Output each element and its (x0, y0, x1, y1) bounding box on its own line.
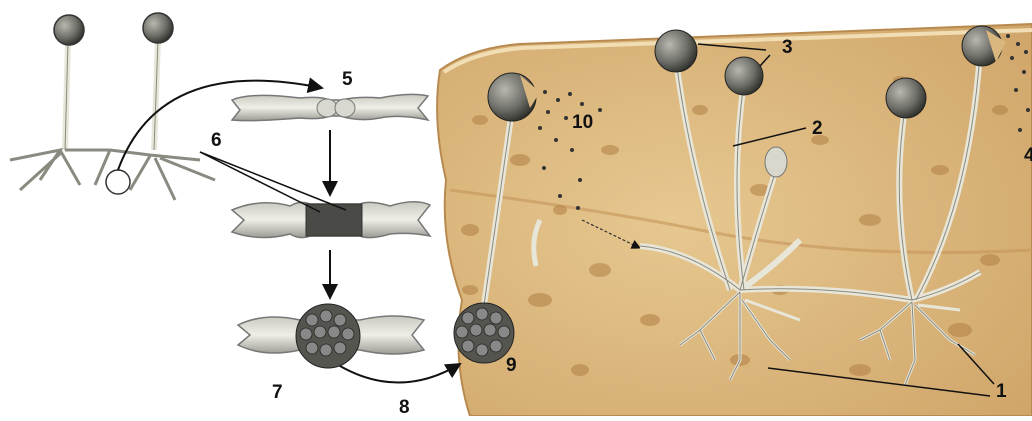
label-3: 3 (782, 38, 793, 57)
pointer-6b (200, 152, 346, 210)
label-8: 8 (399, 398, 410, 417)
label-2: 2 (812, 119, 823, 138)
label-10: 10 (572, 113, 593, 132)
label-1: 1 (996, 382, 1007, 401)
label-9: 9 (506, 356, 517, 375)
label-6: 6 (211, 131, 222, 150)
label-5: 5 (342, 70, 353, 89)
left-mold-plants (10, 13, 215, 200)
gametangia-contact (232, 94, 428, 120)
zygospore (238, 304, 424, 368)
label-7: 7 (272, 383, 283, 402)
label-4: 4 (1024, 146, 1032, 165)
fused-gametangia (232, 202, 430, 238)
arrow-zygospore-to-germination (340, 364, 460, 383)
